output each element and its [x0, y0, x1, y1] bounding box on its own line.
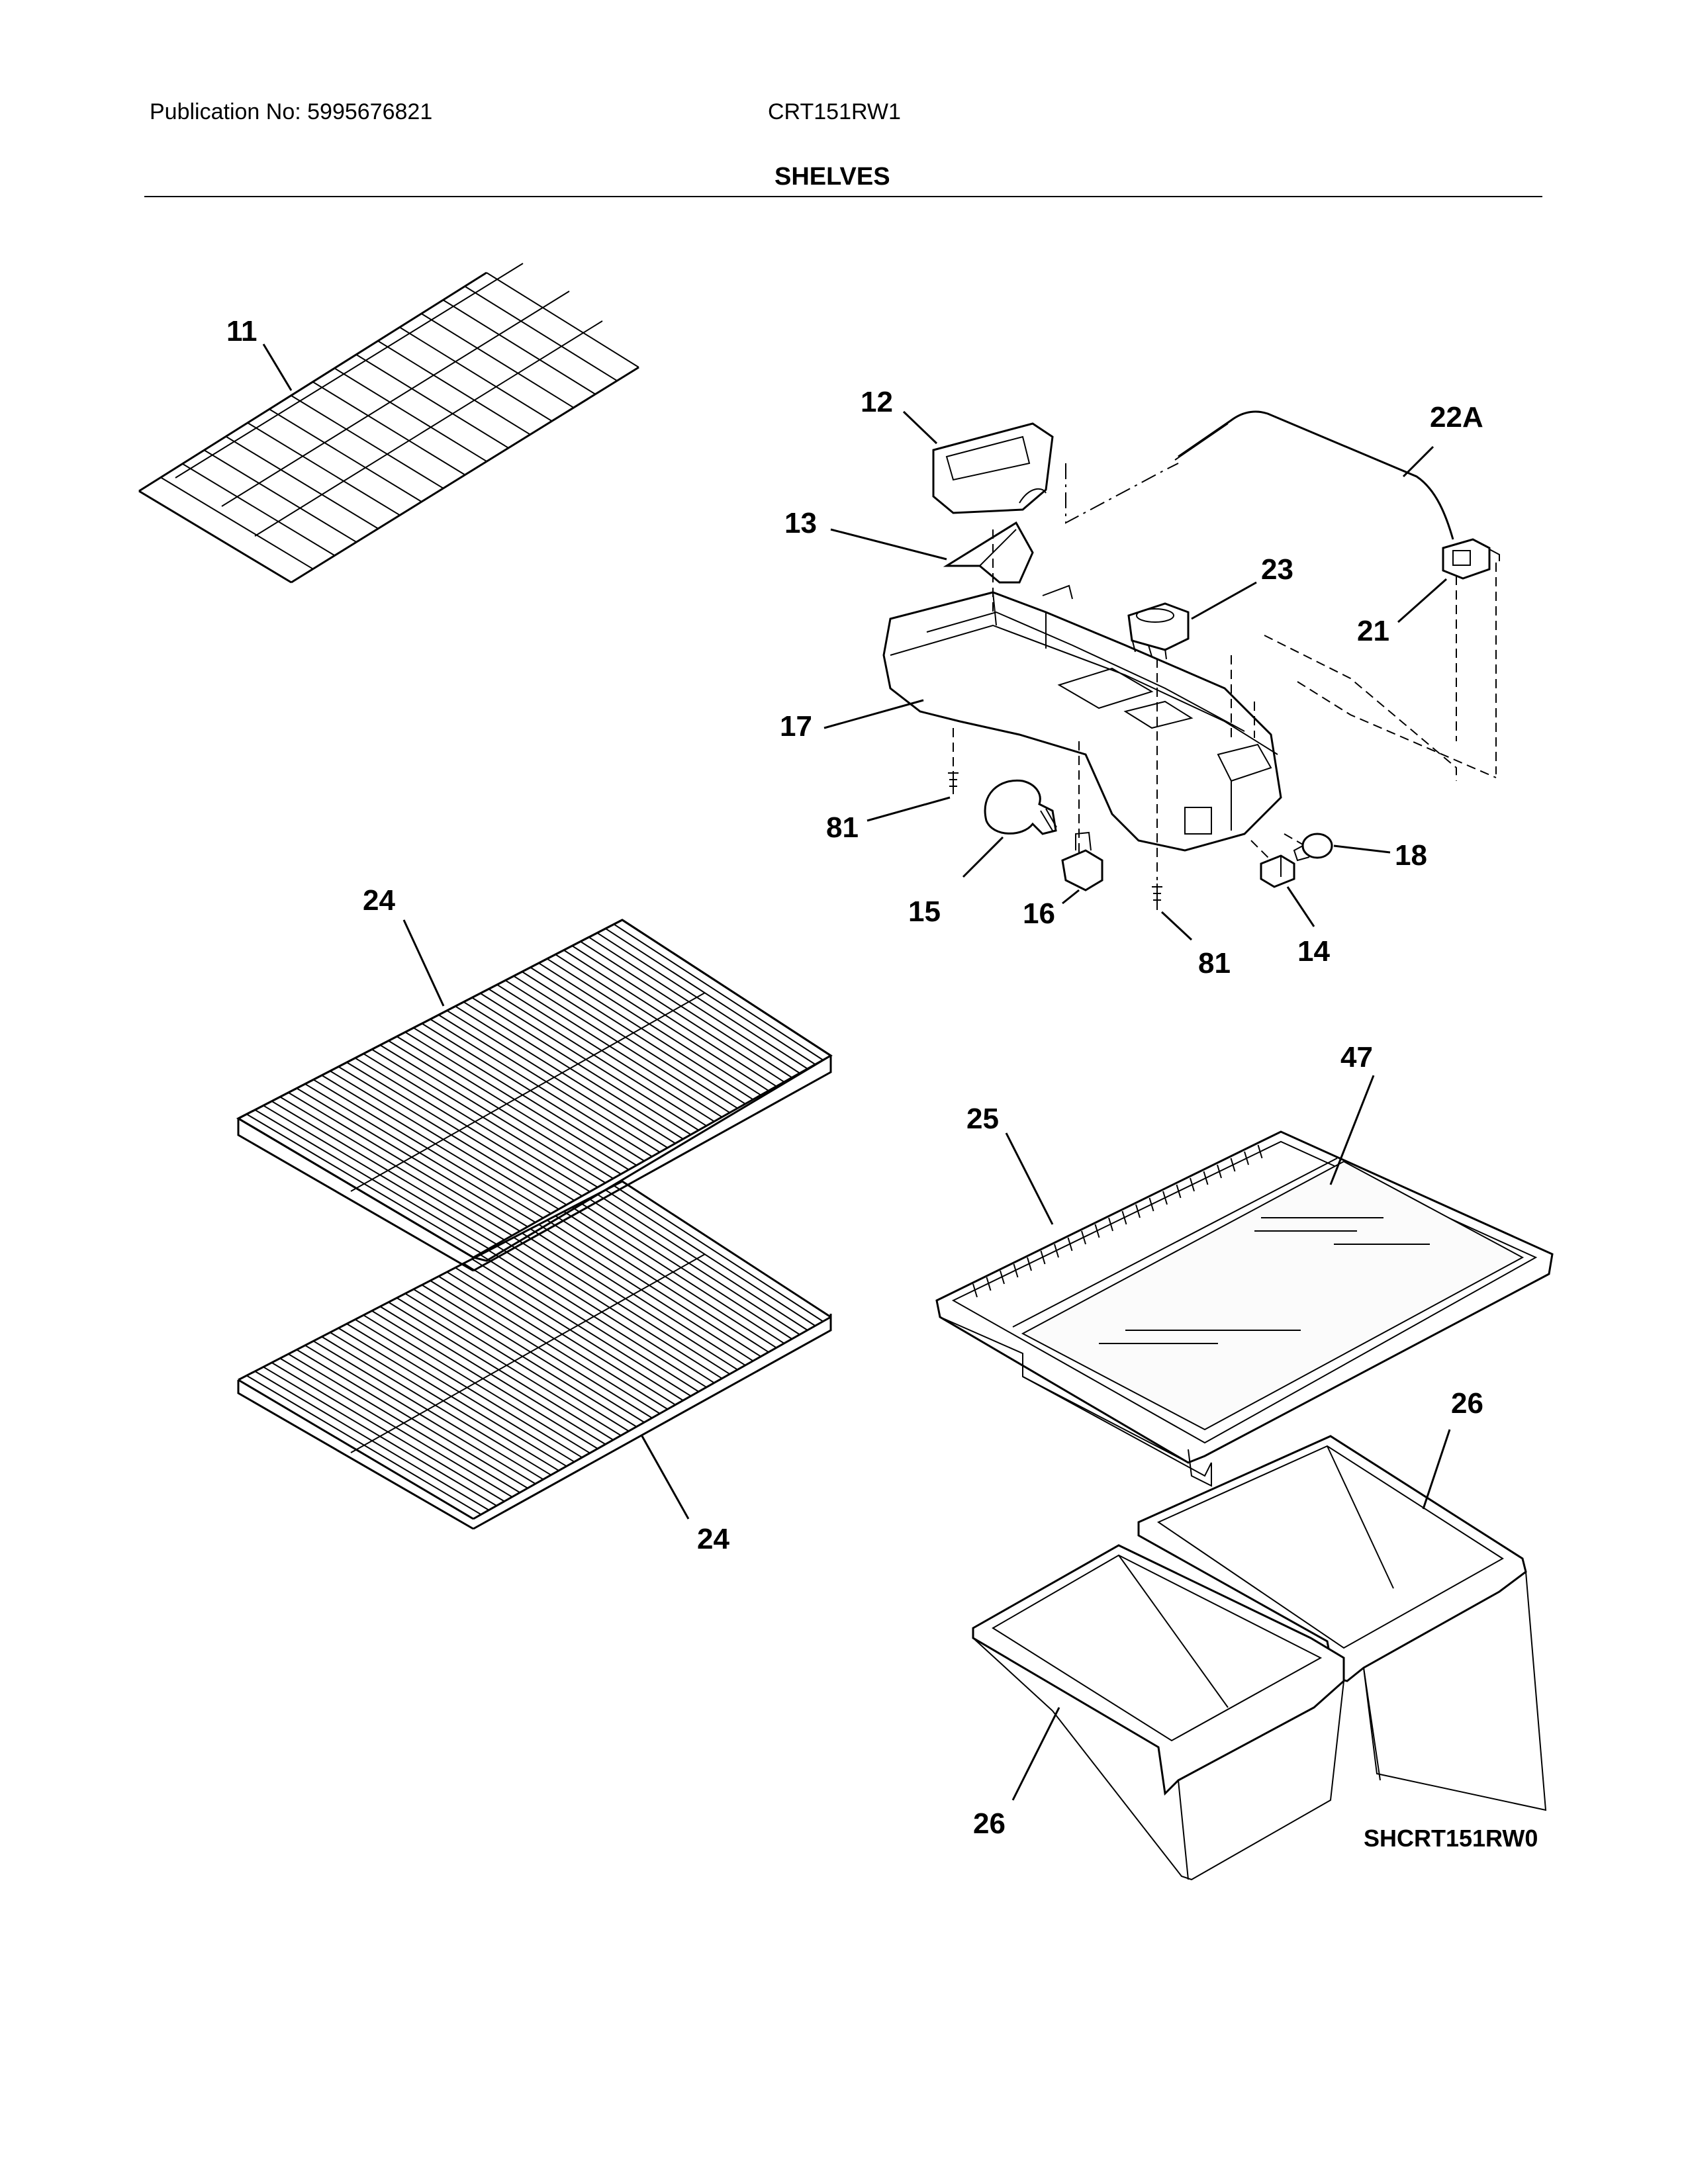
callout-17: 17	[780, 710, 812, 743]
leader-24-top	[402, 919, 445, 1007]
callout-15: 15	[908, 895, 941, 928]
callout-25: 25	[966, 1103, 999, 1135]
light-socket-16[interactable]	[1061, 831, 1103, 891]
callout-21: 21	[1357, 615, 1389, 647]
callout-23: 23	[1261, 553, 1293, 586]
control-knob-18[interactable]	[1293, 833, 1333, 862]
leader-47	[1329, 1075, 1375, 1185]
freezer-wire-shelf-11[interactable]	[138, 263, 639, 584]
wire-shelf-24-lower[interactable]	[237, 1180, 832, 1530]
control-housing-17[interactable]	[882, 584, 1282, 852]
screw-81-right[interactable]	[1152, 884, 1162, 910]
callout-22a: 22A	[1430, 401, 1483, 433]
callout-47: 47	[1340, 1041, 1373, 1073]
crisper-drawer-26-left[interactable]	[972, 1544, 1345, 1881]
leader-12	[902, 410, 938, 445]
leader-17	[823, 699, 924, 729]
light-shield-12[interactable]	[932, 422, 1054, 514]
callout-11: 11	[226, 315, 258, 347]
screw-81-left[interactable]	[948, 771, 959, 794]
leader-24-bottom	[641, 1435, 690, 1520]
light-bulb-15[interactable]	[984, 779, 1057, 835]
callout-24-bottom: 24	[697, 1523, 729, 1555]
leader-14	[1286, 886, 1315, 927]
leader-22a	[1402, 445, 1434, 478]
cap-tube-22a[interactable]	[1174, 410, 1454, 540]
callout-14: 14	[1297, 935, 1330, 968]
model-number: CRT151RW1	[768, 99, 901, 124]
publication-number: Publication No: 5995676821	[150, 99, 433, 124]
callout-81-left: 81	[826, 811, 859, 844]
leader-11	[262, 343, 293, 391]
callout-16: 16	[1023, 897, 1055, 930]
assembly-guide-lines	[953, 463, 1497, 880]
leader-81-left	[867, 796, 951, 822]
crisper-drawer-26-right[interactable]	[1137, 1435, 1547, 1811]
leader-26-right	[1422, 1429, 1451, 1510]
leader-25	[1005, 1132, 1054, 1225]
leader-81-right	[1160, 911, 1193, 941]
drawing-code: SHCRT151RW0	[1364, 1825, 1538, 1852]
leader-15	[962, 836, 1004, 878]
wire-shelf-24-upper[interactable]	[236, 919, 833, 1272]
callout-24-top: 24	[363, 884, 395, 917]
leader-13	[830, 528, 947, 561]
leader-23	[1191, 581, 1257, 620]
header-rule	[144, 196, 1542, 197]
leader-21	[1397, 578, 1447, 623]
leader-26-left	[1011, 1707, 1060, 1801]
callout-13: 13	[784, 507, 817, 539]
callout-12: 12	[861, 386, 893, 418]
callout-18: 18	[1395, 839, 1427, 872]
callout-26-right: 26	[1451, 1387, 1483, 1420]
leader-16	[1062, 889, 1080, 905]
light-lens-13[interactable]	[943, 521, 1034, 584]
cold-control-21[interactable]	[1442, 538, 1500, 580]
leader-18	[1333, 844, 1391, 854]
glass-insert-47[interactable]	[1021, 1160, 1524, 1431]
section-title: SHELVES	[774, 163, 890, 191]
light-switch-14[interactable]	[1260, 854, 1295, 888]
callout-26-left: 26	[973, 1807, 1006, 1840]
callout-81-right: 81	[1198, 947, 1231, 979]
defrost-timer-23[interactable]	[1127, 602, 1190, 660]
